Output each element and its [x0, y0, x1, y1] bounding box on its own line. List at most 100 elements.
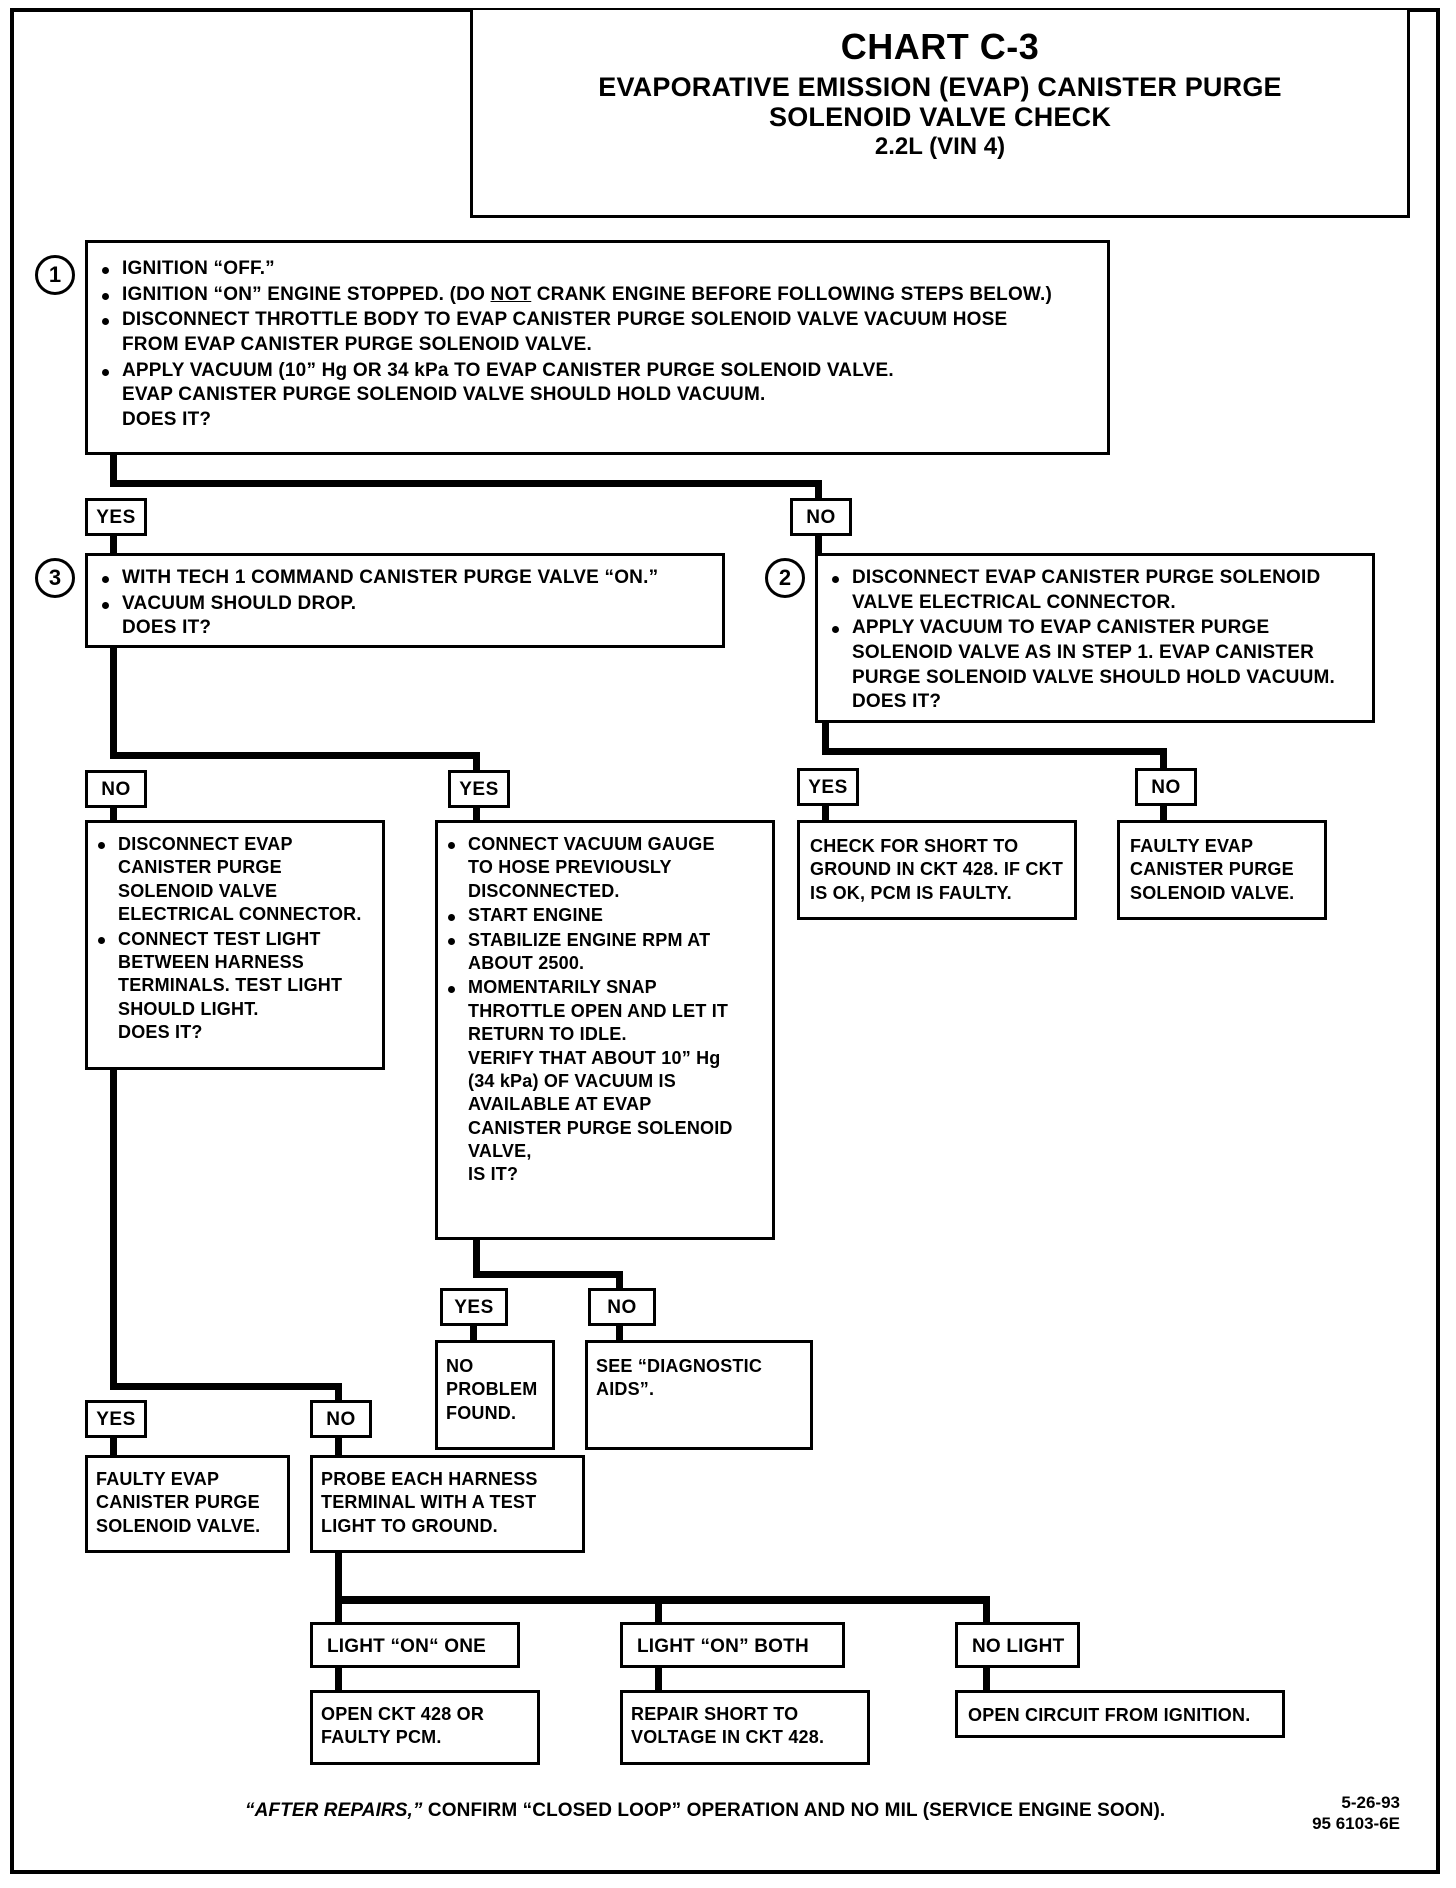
connector-yes-testlight-down	[110, 1438, 117, 1458]
test-light-b2-l2: BETWEEN HARNESS	[118, 951, 305, 972]
chart-title-line1: EVAPORATIVE EMISSION (EVAP) CANISTER PUR…	[598, 71, 1282, 102]
connector-step2-down	[822, 723, 829, 755]
faulty-right-l3: SOLENOID VALVE.	[1130, 882, 1295, 903]
connector-vac-to-no	[616, 1271, 623, 1291]
step3-question: DOES IT?	[122, 617, 212, 639]
label-no-testlight: NO	[310, 1400, 372, 1438]
chart-engine-spec: 2.2L (VIN 4)	[874, 133, 1006, 161]
step3-bullet-2-text: VACUUM SHOULD DROP.	[122, 592, 357, 614]
step1-bullet-4: APPLY VACUUM (10” Hg OR 34 kPa TO EVAP C…	[96, 359, 1097, 433]
connector-testlight-down	[110, 1070, 117, 1390]
faulty-left-l1: FAULTY EVAP	[96, 1469, 220, 1489]
step1-bullet-3: DISCONNECT THROTTLE BODY TO EVAP CANISTE…	[96, 308, 1097, 357]
step1-bullet-3-line1: DISCONNECT THROTTLE BODY TO EVAP CANISTE…	[122, 309, 1008, 331]
vac-b4-l4: VERIFY THAT ABOUT 10” Hg	[468, 1047, 721, 1068]
open-circuit-ignition-box: OPEN CIRCUIT FROM IGNITION.	[955, 1690, 1285, 1738]
test-light-b1-l3: SOLENOID VALVE	[118, 880, 278, 901]
step1-bullet-3-line2: FROM EVAP CANISTER PURGE SOLENOID VALVE.	[122, 334, 593, 356]
step2-bullet-2: APPLY VACUUM TO EVAP CANISTER PURGE SOLE…	[826, 616, 1364, 715]
connector-step1-to-no	[815, 480, 822, 500]
step1-bullet-4-line1: APPLY VACUUM (10” Hg OR 34 kPa TO EVAP C…	[122, 359, 894, 381]
label-yes-step1: YES	[85, 498, 147, 536]
test-light-b1-l1: DISCONNECT EVAP	[118, 834, 293, 854]
faulty-left-l3: SOLENOID VALVE.	[96, 1515, 261, 1536]
probe-harness-l3: LIGHT TO GROUND.	[321, 1515, 498, 1536]
vac-b3-l2: ABOUT 2500.	[468, 952, 585, 973]
connector-yes2-down	[822, 806, 829, 824]
connector-lightboth-down	[655, 1668, 662, 1692]
test-light-b1-l2: CANISTER PURGE	[118, 857, 282, 878]
repair-short-box: REPAIR SHORT TO VOLTAGE IN CKT 428.	[620, 1690, 870, 1765]
repair-short-l1: REPAIR SHORT TO	[631, 1704, 799, 1724]
connector-yes-vac-down	[470, 1326, 477, 1344]
connector-testlight-to-no	[335, 1383, 342, 1405]
connector-no1-down	[815, 536, 822, 556]
connector-step3-down	[110, 648, 117, 758]
step2-bullet-1-line1: DISCONNECT EVAP CANISTER PURGE SOLENOID	[852, 567, 1321, 588]
connector-no-vac-down	[616, 1326, 623, 1344]
vac-b4-l6: AVAILABLE AT EVAP	[468, 1094, 652, 1115]
check-short-box: CHECK FOR SHORT TO GROUND IN CKT 428. IF…	[797, 820, 1077, 920]
vac-b1-l1: CONNECT VACUUM GAUGE	[468, 834, 715, 854]
connector-no-testlight-down	[335, 1438, 342, 1458]
step1-bullet-2-emphasis: NOT	[490, 283, 532, 305]
doc-code: 5-26-93 95 6103-6E	[1210, 1792, 1400, 1835]
vac-b4-l2: THROTTLE OPEN AND LET IT	[468, 1000, 729, 1021]
test-light-b2-l1: CONNECT TEST LIGHT	[118, 928, 321, 949]
light-on-both-box: LIGHT “ON” BOTH	[620, 1622, 845, 1668]
vac-b4-l7: CANISTER PURGE SOLENOID	[468, 1117, 733, 1138]
vac-b4-l8: VALVE,	[468, 1141, 532, 1162]
step-2-box: DISCONNECT EVAP CANISTER PURGE SOLENOID …	[815, 553, 1375, 723]
probe-harness-box: PROBE EACH HARNESS TERMINAL WITH A TEST …	[310, 1455, 585, 1553]
step-number-3: 3	[35, 558, 75, 598]
label-no-step3: NO	[85, 770, 147, 808]
no-problem-l3: FOUND.	[446, 1402, 517, 1423]
label-no-vacuum: NO	[588, 1288, 656, 1326]
connector-probe-horizontal	[335, 1596, 990, 1604]
chart-id: CHART C-3	[840, 26, 1040, 67]
check-short-l2: GROUND IN CKT 428. IF CKT	[810, 859, 1064, 880]
label-yes-vacuum: YES	[440, 1288, 508, 1326]
label-yes-testlight: YES	[85, 1400, 147, 1438]
label-yes-step2: YES	[797, 768, 859, 806]
connector-step1-down	[110, 455, 117, 487]
title-block: CHART C-3 EVAPORATIVE EMISSION (EVAP) CA…	[470, 10, 1410, 218]
connector-vac-down	[473, 1240, 480, 1278]
vac-b4-l5: (34 kPa) OF VACUUM IS	[468, 1070, 676, 1091]
label-no-step2: NO	[1135, 768, 1197, 806]
vac-b1-l2: TO HOSE PREVIOUSLY	[468, 857, 672, 878]
connector-yes3-down	[473, 808, 480, 826]
test-light-b1-l4: ELECTRICAL CONNECTOR.	[118, 904, 362, 925]
no-problem-found-box: NO PROBLEM FOUND.	[435, 1340, 555, 1450]
step-3-box: WITH TECH 1 COMMAND CANISTER PURGE VALVE…	[85, 553, 725, 648]
test-light-question: DOES IT?	[118, 1022, 203, 1043]
no-problem-l2: PROBLEM	[446, 1379, 538, 1400]
diag-aids-l2: AIDS”.	[596, 1379, 655, 1400]
faulty-valve-right-box: FAULTY EVAP CANISTER PURGE SOLENOID VALV…	[1117, 820, 1327, 920]
connector-step1-horizontal	[110, 480, 822, 487]
connector-probe-down	[335, 1553, 342, 1603]
no-problem-l1: NO	[446, 1356, 474, 1376]
step1-bullet-2-pre: IGNITION “ON” ENGINE STOPPED. (DO	[122, 283, 491, 305]
faulty-right-l2: CANISTER PURGE	[1130, 859, 1294, 880]
step2-bullet-1-line2: VALVE ELECTRICAL CONNECTOR.	[852, 591, 1176, 613]
step2-bullet-2-line1: APPLY VACUUM TO EVAP CANISTER PURGE	[852, 617, 1270, 639]
vac-bullet-4: MOMENTARILY SNAP THROTTLE OPEN AND LET I…	[442, 976, 766, 1187]
faulty-left-l2: CANISTER PURGE	[96, 1492, 260, 1513]
doc-number: 95 6103-6E	[1312, 1814, 1400, 1834]
no-light-box: NO LIGHT	[955, 1622, 1080, 1668]
vac-bullet-2: START ENGINE	[442, 904, 766, 927]
step1-bullet-2: IGNITION “ON” ENGINE STOPPED. (DO NOT CR…	[96, 283, 1097, 308]
vac-bullet-3: STABILIZE ENGINE RPM AT ABOUT 2500.	[442, 929, 766, 976]
test-light-b2-l4: SHOULD LIGHT.	[118, 998, 259, 1019]
test-light-bullet-2: CONNECT TEST LIGHT BETWEEN HARNESS TERMI…	[92, 928, 376, 1045]
step2-question: DOES IT?	[852, 691, 942, 713]
vac-b3-l1: STABILIZE ENGINE RPM AT	[468, 929, 711, 950]
step1-bullet-2-post: CRANK ENGINE BEFORE FOLLOWING STEPS BELO…	[531, 283, 1053, 305]
light-on-one-box: LIGHT “ON“ ONE	[310, 1622, 520, 1668]
diagnostic-aids-box: SEE “DIAGNOSTIC AIDS”.	[585, 1340, 813, 1450]
step1-bullet-4-line2: EVAP CANISTER PURGE SOLENOID VALVE SHOUL…	[122, 384, 766, 406]
connector-step2-to-no	[1160, 748, 1167, 770]
connector-vac-horizontal	[473, 1271, 623, 1278]
connector-step3-to-yes	[473, 752, 480, 774]
